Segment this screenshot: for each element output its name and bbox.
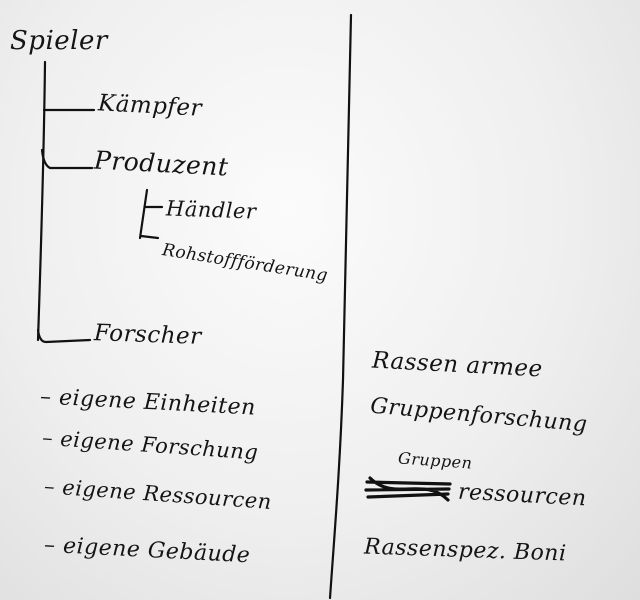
branch-rohstoff <box>139 234 160 240</box>
tree-root: Spieler <box>10 26 108 56</box>
column-divider <box>328 13 353 600</box>
root-trunk <box>36 60 47 342</box>
sub-trunk <box>138 188 149 240</box>
tree-node-forscher: Forscher <box>93 320 203 350</box>
tree-node-kaempfer: Kämpfer <box>97 90 203 122</box>
branch-forscher <box>36 328 92 344</box>
branch-produzent <box>40 148 94 170</box>
tree-node-haendler: Händler <box>165 196 257 224</box>
scribbled-out-word <box>364 476 452 502</box>
